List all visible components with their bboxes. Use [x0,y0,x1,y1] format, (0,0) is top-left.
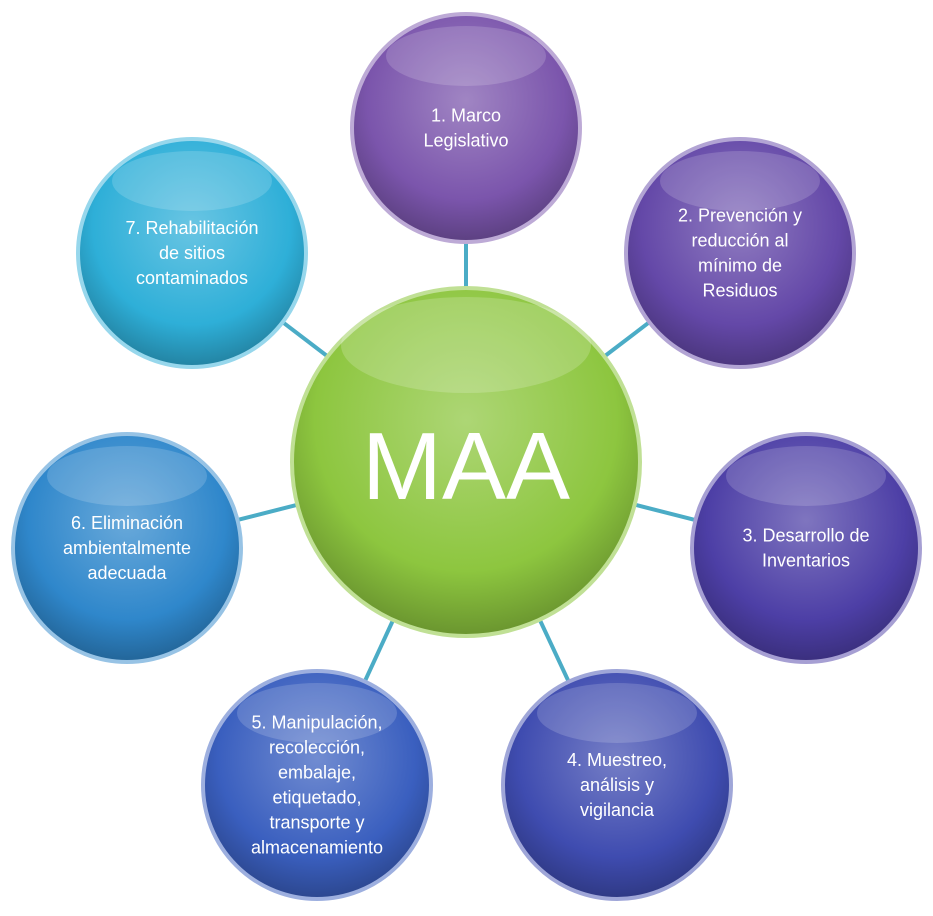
node-label-line: 5. Manipulación, [251,713,382,733]
node-label-line: 1. Marco [431,106,501,126]
node-label-line: 7. Rehabilitación [125,218,258,238]
connector-muestreo-analisis [536,615,573,687]
node-muestreo-analisis[interactable]: 4. Muestreo, análisis y vigilancia [501,669,733,901]
node-label-line: adecuada [87,563,167,583]
center-node[interactable]: MAA [290,286,642,638]
node-label-prevencion-residuos: 2. Prevención y reducción al mínimo de Resi… [678,206,802,301]
node-circle-rehabilitacion-sitios [76,137,308,369]
center-circle [290,286,642,638]
connector-lines [233,238,700,687]
node-eliminacion-adecuada[interactable]: 6. Eliminación ambientalmente adecuada [11,432,243,664]
node-circle-eliminacion-adecuada [11,432,243,664]
node-circle-muestreo-analisis [501,669,733,901]
node-label-line: transporte y [269,813,364,833]
node-circle-prevencion-residuos [624,137,856,369]
node-label-line: etiquetado, [272,788,361,808]
node-label-line: 6. Eliminación [71,513,183,533]
node-label-rehabilitacion-sitios: 7. Rehabilitación de sitios contaminados [125,218,258,288]
center-gloss [341,297,591,393]
node-label-desarrollo-inventarios: 3. Desarrollo de Inventarios [742,526,869,571]
node-gloss [47,446,207,506]
node-label-line: 4. Muestreo, [567,750,667,770]
node-gloss [112,151,272,211]
node-label-line: reducción al [691,231,788,251]
node-label-manipulacion-almacenamiento: 5. Manipulación, recolección, embalaje, eti… [251,713,383,858]
node-label-line: recolección, [269,738,365,758]
node-gloss [237,683,397,743]
node-label-line: embalaje, [278,763,356,783]
node-label-line: almacenamiento [251,838,383,858]
node-gloss [726,446,886,506]
node-label-line: Inventarios [762,551,850,571]
node-circle-marco-legislativo [350,12,582,244]
node-gloss [537,683,697,743]
node-label-eliminacion-adecuada: 6. Eliminación ambientalmente adecuada [63,513,191,583]
node-gloss [660,151,820,211]
connector-prevencion-residuos [599,318,654,361]
node-circle-manipulacion-almacenamiento [201,669,433,901]
node-desarrollo-inventarios[interactable]: 3. Desarrollo de Inventarios [690,432,922,664]
node-gloss [386,26,546,86]
center-label: MAA [362,413,570,520]
node-prevencion-residuos[interactable]: 2. Prevención y reducción al mínimo de Resi… [624,137,856,369]
node-label-muestreo-analisis: 4. Muestreo, análisis y vigilancia [567,750,667,820]
node-circle-desarrollo-inventarios [690,432,922,664]
node-label-line: análisis y [580,775,654,795]
node-rehabilitacion-sitios[interactable]: 7. Rehabilitación de sitios contaminados [76,137,308,369]
connector-rehabilitacion-sitios [278,318,333,361]
node-label-line: contaminados [136,268,248,288]
node-label-line: 2. Prevención y [678,206,802,226]
node-label-line: de sitios [159,243,225,263]
node-label-line: Legislativo [423,131,508,151]
connector-desarrollo-inventarios [630,501,700,523]
connector-eliminacion-adecuada [233,501,302,523]
node-label-line: mínimo de [698,256,782,276]
connector-manipulacion-almacenamiento [361,615,397,686]
node-manipulacion-almacenamiento[interactable]: 5. Manipulación, recolección, embalaje, eti… [201,669,433,901]
node-label-line: Residuos [702,281,777,301]
node-label-line: vigilancia [580,800,655,820]
node-label-line: 3. Desarrollo de [742,526,869,546]
node-label-line: ambientalmente [63,538,191,558]
